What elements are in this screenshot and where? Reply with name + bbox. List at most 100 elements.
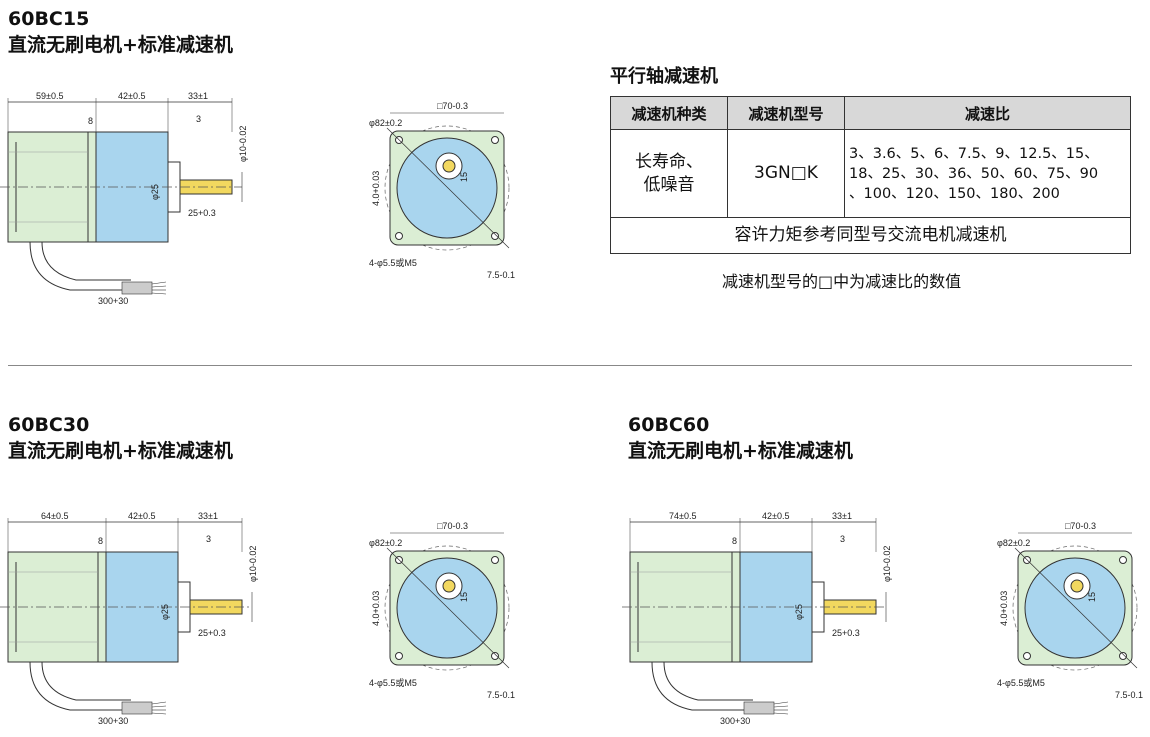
pcd-circle	[384, 125, 510, 251]
dim-flange: 8	[732, 536, 737, 546]
dim-cable: 300+30	[720, 716, 750, 726]
dim-shaft-length: 33±1	[198, 511, 218, 521]
cable	[41, 661, 131, 701]
mount-hole	[1119, 556, 1127, 564]
cable	[41, 241, 131, 281]
dim-square: □70-0.3	[437, 101, 468, 111]
mount-hole	[491, 652, 499, 660]
front-gearbox	[1024, 557, 1126, 659]
mount-hole	[491, 556, 499, 564]
dim-shaft-length: 33±1	[832, 511, 852, 521]
dim-gear-length: 42±0.5	[128, 511, 155, 521]
table-title: 平行轴减速机	[610, 66, 718, 87]
front-shaft	[1070, 579, 1084, 593]
header-ratio: 减速比	[844, 96, 1131, 130]
leader-line	[386, 547, 510, 669]
dim-shaft-dia: φ10-0.02	[882, 546, 892, 582]
dim-edge: 7.5-0.1	[487, 690, 515, 700]
model-name: 60BC15	[8, 8, 90, 30]
dim-pcd: φ82±0.2	[997, 538, 1030, 548]
dim-shaft-dia: φ10-0.02	[248, 546, 258, 582]
wire	[151, 285, 167, 288]
front-shaft	[442, 159, 456, 173]
dim-motor-length: 64±0.5	[41, 511, 68, 521]
model-subtitle: 直流无刷电机+标准减速机	[628, 440, 853, 462]
dim-flange: 8	[98, 536, 103, 546]
dim-height: 4.0+0.03	[371, 591, 381, 626]
output-shaft	[823, 599, 877, 615]
dim-shaft-length: 33±1	[188, 91, 208, 101]
cell-ratios: 3、3.6、5、6、7.5、9、12.5、15、 18、25、30、36、50、…	[844, 129, 1131, 218]
wire	[773, 705, 789, 708]
header-type: 减速机种类	[610, 96, 728, 130]
cable	[29, 241, 130, 291]
dim-key: 3	[206, 534, 211, 544]
dim-motor-length: 74±0.5	[669, 511, 696, 521]
table-footer-row: 容许力矩参考同型号交流电机减速机	[610, 217, 1131, 254]
dim-height: 4.0+0.03	[999, 591, 1009, 626]
model-name: 60BC30	[8, 414, 90, 436]
mount-hole	[395, 232, 403, 240]
wire	[151, 701, 167, 705]
dim-square: □70-0.3	[1065, 521, 1096, 531]
section-divider	[8, 365, 1132, 366]
dim-holes: 4-φ5.5或M5	[997, 677, 1045, 688]
dim-flange: 8	[88, 116, 93, 126]
dim-offset: 15	[459, 172, 469, 182]
gearbox-table: 减速机种类 减速机型号 减速比 长寿命、 低噪音 3GN□K 3、3.6、5、6…	[610, 96, 1131, 254]
table-row: 长寿命、 低噪音 3GN□K 3、3.6、5、6、7.5、9、12.5、15、 …	[610, 129, 1131, 218]
cable	[663, 661, 753, 701]
dim-offset: 15	[1087, 592, 1097, 602]
wire	[151, 705, 167, 708]
wire	[151, 712, 167, 715]
leader-line	[386, 127, 510, 249]
pcd-circle	[384, 545, 510, 671]
dim-boss-dia: φ25	[160, 604, 170, 620]
front-gearbox	[396, 557, 498, 659]
side-view: 64±0.5 42±0.5 33±1 8 3 φ10-0.02 φ25 25+0.3 300+3…	[0, 511, 258, 726]
dim-boss-dia: φ25	[150, 184, 160, 200]
ratio-line: 、100、120、150、180、200	[849, 185, 1060, 202]
dim-key: 3	[840, 534, 845, 544]
section-60bc30-title: 60BC30 直流无刷电机+标准减速机	[8, 414, 233, 462]
cable	[29, 661, 130, 711]
pcd-circle	[1012, 545, 1138, 671]
dim-holes: 4-φ5.5或M5	[369, 257, 417, 268]
ratio-line: 18、25、30、36、50、60、75、90	[849, 165, 1099, 182]
dim-cable: 300+30	[98, 716, 128, 726]
mount-hole	[491, 136, 499, 144]
ratio-line: 3、3.6、5、6、7.5、9、12.5、15、	[849, 145, 1099, 162]
mount-hole	[491, 232, 499, 240]
cell-type-line: 长寿命、	[635, 151, 703, 172]
dim-edge: 7.5-0.1	[487, 270, 515, 280]
cable	[651, 661, 752, 711]
dim-holes: 4-φ5.5或M5	[369, 677, 417, 688]
dim-pcd: φ82±0.2	[369, 118, 402, 128]
mount-hole	[395, 652, 403, 660]
cable-end	[121, 281, 153, 295]
cable-end	[743, 701, 775, 715]
table-header-row: 减速机种类 减速机型号 减速比	[610, 96, 1131, 130]
leader-line	[1014, 547, 1138, 669]
header-model: 减速机型号	[727, 96, 845, 130]
model-subtitle: 直流无刷电机+标准减速机	[8, 440, 233, 462]
dim-key-length: 25+0.3	[198, 628, 226, 638]
wire	[773, 712, 789, 715]
dim-key-length: 25+0.3	[832, 628, 860, 638]
section-60bc60-title: 60BC60 直流无刷电机+标准减速机	[628, 414, 853, 462]
mount-hole	[1023, 652, 1031, 660]
dim-gear-length: 42±0.5	[762, 511, 789, 521]
ratio-note: 减速机型号的□中为减速比的数值	[722, 272, 962, 291]
dim-boss-dia: φ25	[794, 604, 804, 620]
front-gearbox	[396, 137, 498, 239]
side-view: 74±0.5 42±0.5 33±1 8 3 φ10-0.02 φ25 25+0.3 300+3…	[622, 511, 892, 726]
dim-gear-length: 42±0.5	[118, 91, 145, 101]
front-shaft	[442, 579, 456, 593]
cable-end	[121, 701, 153, 715]
dim-motor-length: 59±0.5	[36, 91, 63, 101]
model-name: 60BC60	[628, 414, 710, 436]
dim-offset: 15	[459, 592, 469, 602]
